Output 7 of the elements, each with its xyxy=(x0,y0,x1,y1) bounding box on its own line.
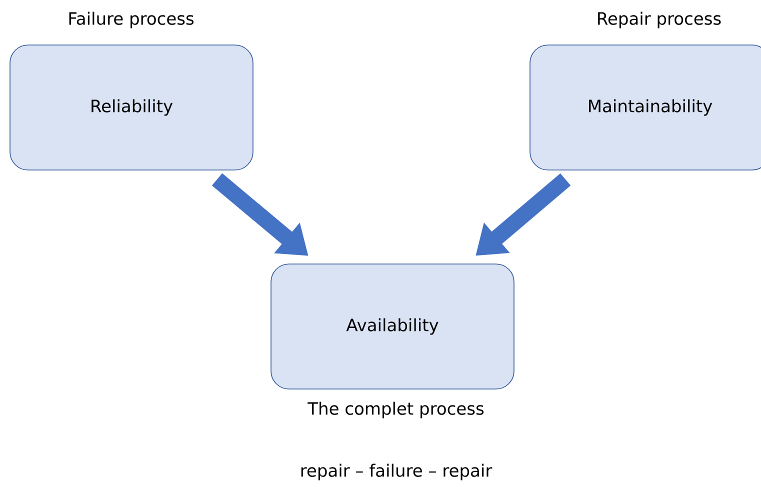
caption-text: Repair process xyxy=(598,12,721,28)
process-box: Maintainability xyxy=(530,44,761,170)
caption-text: The complet process xyxy=(308,402,484,418)
caption-text: Failure process xyxy=(69,12,194,28)
process-box: Reliability xyxy=(10,44,254,170)
caption-text: repair – failure – repair xyxy=(301,464,492,480)
process-box: Availability xyxy=(270,264,514,390)
